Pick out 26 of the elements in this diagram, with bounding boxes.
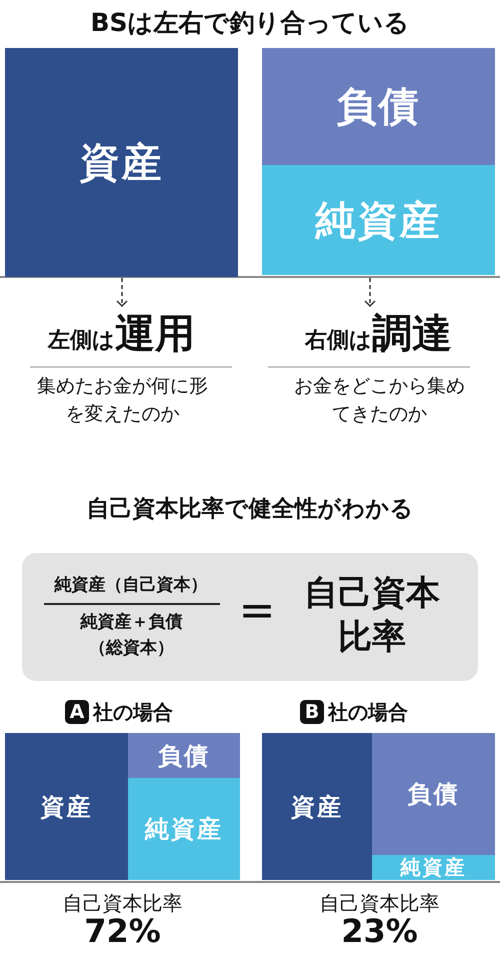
- dashed-arrow: [116, 278, 128, 307]
- heading-text: 右側は調達: [304, 310, 453, 359]
- letter-badge: B: [300, 700, 324, 724]
- section-heading: 自己資本比率で健全性がわかる: [86, 495, 414, 524]
- block-box: 負債: [128, 733, 240, 778]
- description-text: 集めたお金が何に形を変えたのか: [36, 374, 209, 427]
- block-box: 純資産: [128, 778, 240, 880]
- title-heading: BSは左右で釣り合っている: [89, 7, 411, 39]
- letter-badge: A: [65, 700, 89, 724]
- result-text: 自己資本比率: [303, 572, 441, 659]
- description-text: お金をどこから集めてきたのか: [293, 374, 466, 427]
- company-heading: 社の場合: [93, 699, 173, 726]
- heading-text: 左側は運用: [46, 310, 196, 359]
- denominator-text: 純資産＋負債（総資本）: [79, 611, 184, 660]
- numerator-text: 純資産（自己資本）: [53, 574, 208, 596]
- block-box: 純資産: [262, 165, 495, 275]
- dashed-arrow: [364, 278, 376, 307]
- formula-panel: [22, 553, 478, 681]
- block-box: 資産: [5, 48, 238, 277]
- equals-sign: =: [238, 585, 276, 636]
- block-box: 負債: [372, 733, 495, 855]
- block-box: 資産: [5, 733, 128, 880]
- block-box: 負債: [262, 48, 495, 165]
- company-heading: 社の場合: [328, 699, 408, 726]
- block-box: 資産: [262, 733, 372, 880]
- block-box: 純資産: [372, 855, 495, 880]
